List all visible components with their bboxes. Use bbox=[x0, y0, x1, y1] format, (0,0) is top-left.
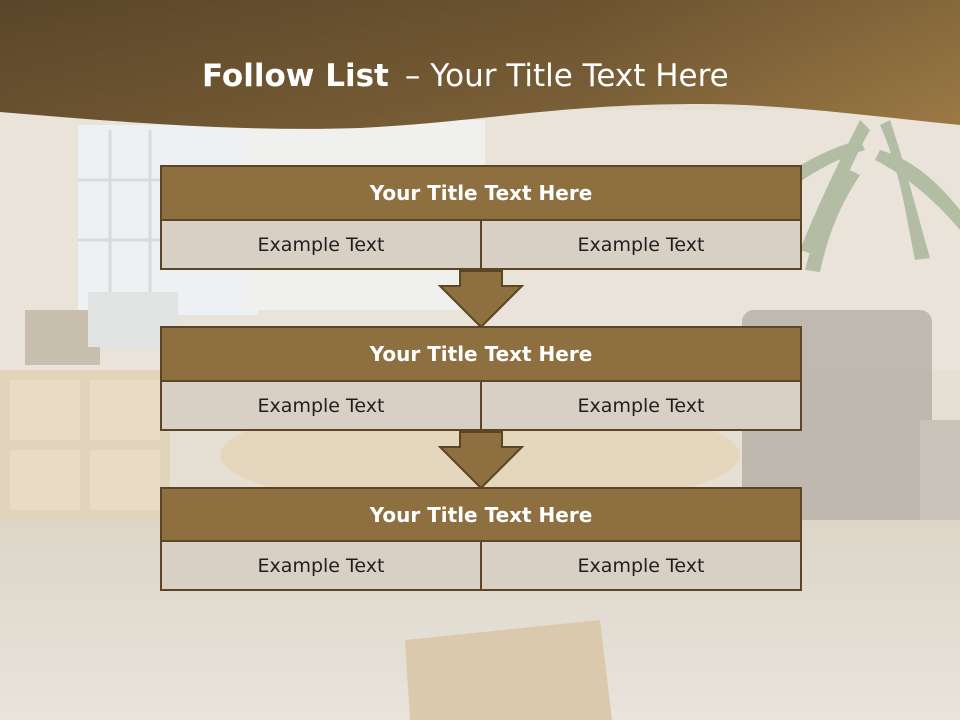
slide-title-text: Your Title Text Here bbox=[430, 58, 729, 94]
list-block-3: Your Title Text Here Example Text Exampl… bbox=[160, 487, 802, 591]
slide-title-bold: Follow List bbox=[202, 58, 389, 94]
block-cell-left: Example Text bbox=[160, 221, 482, 270]
down-arrow-icon bbox=[438, 270, 524, 328]
block-row: Example Text Example Text bbox=[160, 542, 802, 591]
block-title: Your Title Text Here bbox=[160, 487, 802, 542]
slide-title-dash: – bbox=[404, 58, 421, 94]
block-title: Your Title Text Here bbox=[160, 165, 802, 221]
block-title: Your Title Text Here bbox=[160, 326, 802, 382]
slide-title: Follow List–Your Title Text Here bbox=[202, 52, 729, 100]
down-arrow-icon bbox=[438, 431, 524, 489]
block-cell-right: Example Text bbox=[482, 382, 802, 431]
block-row: Example Text Example Text bbox=[160, 221, 802, 270]
block-cell-left: Example Text bbox=[160, 382, 482, 431]
title-band bbox=[0, 0, 960, 129]
block-cell-left: Example Text bbox=[160, 542, 482, 591]
block-row: Example Text Example Text bbox=[160, 382, 802, 431]
list-block-1: Your Title Text Here Example Text Exampl… bbox=[160, 165, 802, 270]
block-cell-right: Example Text bbox=[482, 221, 802, 270]
block-cell-right: Example Text bbox=[482, 542, 802, 591]
list-block-2: Your Title Text Here Example Text Exampl… bbox=[160, 326, 802, 431]
